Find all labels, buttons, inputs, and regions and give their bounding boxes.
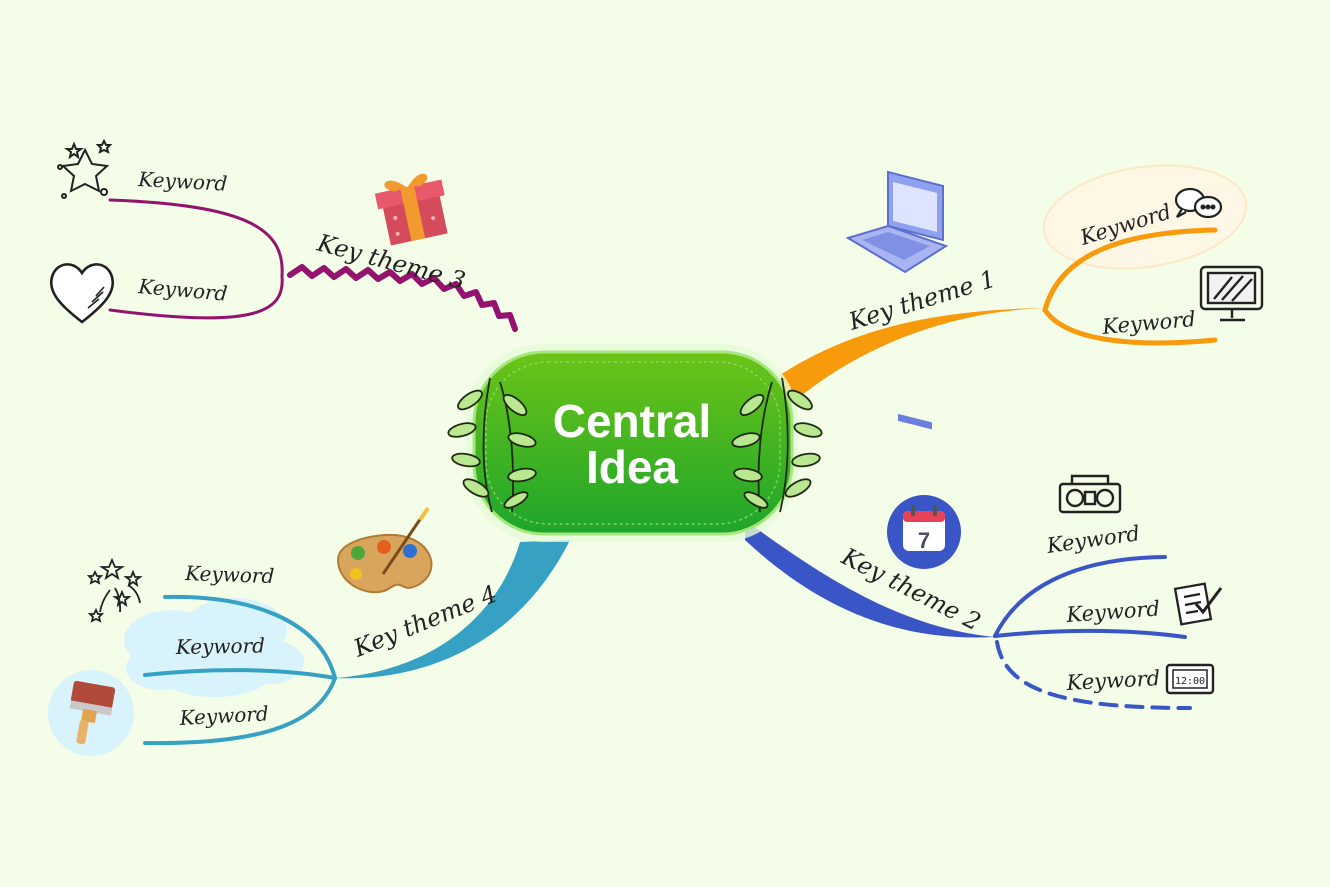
theme-2-keyword-1[interactable]: Keyword <box>1044 521 1141 558</box>
radio-icon <box>1058 474 1122 514</box>
monitor-icon <box>1199 265 1264 322</box>
theme-1-branch: Key theme 1 Keyword Keyword <box>780 164 1264 430</box>
theme-4-branch: Key theme 4 Keyword Keyword Keyword <box>48 506 570 756</box>
theme-3-main-branch <box>287 264 518 332</box>
paint-brush-icon <box>48 670 134 756</box>
digital-clock-icon: 12:00 <box>1165 663 1215 695</box>
theme-2-keyword-branch-3 <box>995 640 1192 710</box>
theme-4-keyword-branch-2 <box>143 668 337 680</box>
theme-4-keyword-3[interactable]: Keyword <box>178 701 269 730</box>
theme-2-keyword-3[interactable]: Keyword <box>1065 666 1161 695</box>
laptop-icon <box>845 170 949 430</box>
stars-icon <box>57 138 113 199</box>
left-leaf-sprig-icon <box>447 377 537 513</box>
calendar-icon: 7 <box>887 495 961 569</box>
theme-1-keyword-2[interactable]: Keyword <box>1100 307 1196 339</box>
chat-bubbles-icon <box>1174 187 1223 219</box>
theme-3-branch: Key theme 3 Keyword Keyword <box>49 138 518 332</box>
central-idea-line-1: Central <box>553 395 711 447</box>
theme-4-keyword-branch-1 <box>163 594 337 680</box>
heart-icon <box>49 263 115 324</box>
fireworks-icon <box>86 557 143 623</box>
theme-1-keyword-branch-2 <box>1042 307 1218 346</box>
theme-1-main-branch <box>780 308 1045 405</box>
theme-3-keyword-1[interactable]: Keyword <box>137 167 228 196</box>
theme-2-branch: Key theme 2 Keyword Keyword Keyword 7 <box>745 474 1223 710</box>
digital-clock-text: 12:00 <box>1175 676 1205 687</box>
theme-4-keyword-1[interactable]: Keyword <box>184 561 275 588</box>
gift-icon <box>374 173 448 246</box>
theme-3-keyword-branch-1 <box>108 198 284 278</box>
calendar-day-number: 7 <box>918 528 930 553</box>
right-leaf-sprig-icon <box>731 377 823 513</box>
theme-2-keyword-2[interactable]: Keyword <box>1065 597 1161 628</box>
checklist-icon <box>1173 582 1223 626</box>
theme-2-keyword-branch-2 <box>993 628 1187 639</box>
theme-4-keyword-branch-3 <box>143 676 337 746</box>
central-idea-line-2: Idea <box>586 441 678 493</box>
central-idea-node[interactable]: Central Idea <box>466 344 798 542</box>
theme-2-keyword-branch-1 <box>993 555 1167 638</box>
theme-4-keyword-2[interactable]: Keyword <box>175 633 265 659</box>
theme-3-keyword-2[interactable]: Keyword <box>137 274 229 306</box>
theme-2-main-branch <box>745 520 995 638</box>
theme-4-main-branch <box>335 540 570 679</box>
palette-icon <box>336 506 433 594</box>
theme-3-keyword-branch-2 <box>108 274 284 320</box>
